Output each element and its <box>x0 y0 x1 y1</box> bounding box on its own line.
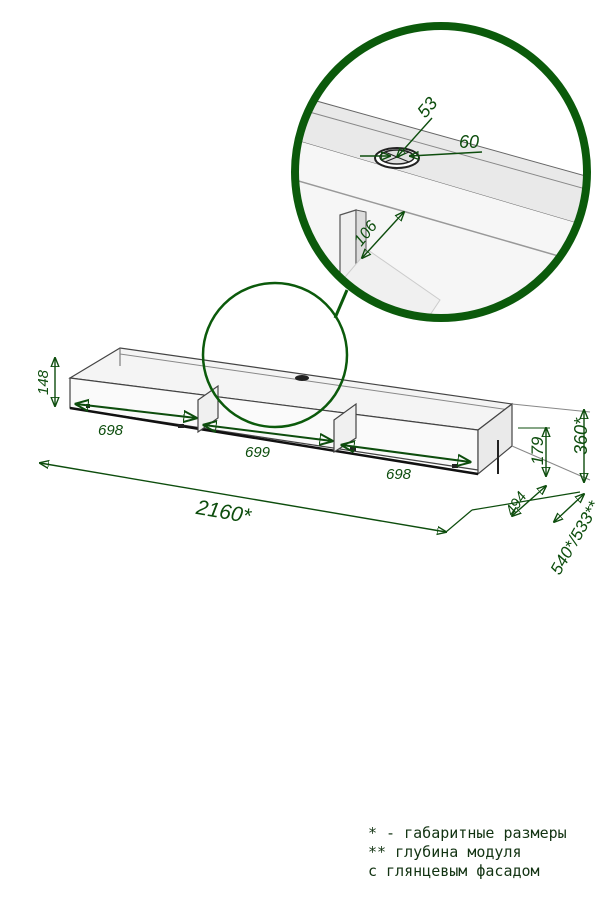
depth-inner-line <box>512 486 546 516</box>
total-height-label: 360* <box>571 417 591 455</box>
section-left-line <box>76 404 196 418</box>
total-width-line <box>40 463 446 532</box>
cable-hole-small <box>295 375 309 381</box>
section-right-line <box>342 445 470 462</box>
section-left-label: 698 <box>98 422 124 439</box>
offset-dimension-line <box>362 212 404 258</box>
cable-hole-icon <box>374 147 420 169</box>
angle-dimension-line <box>397 117 433 157</box>
section-middle-label: 699 <box>245 444 271 461</box>
section-middle-line <box>204 425 332 441</box>
depth-total-label: 540*/533** <box>547 497 600 578</box>
hole-dimension-line-right <box>410 152 483 156</box>
height-left-label: 148 <box>35 369 52 395</box>
footnote-line-2: ** глубина модуля <box>368 843 522 861</box>
callout-detail: 53 60 106 <box>291 22 591 322</box>
callout-leader <box>333 289 349 319</box>
footnote: * - габаритные размеры ** глубина модуля… <box>368 824 593 881</box>
section-right-label: 698 <box>386 466 412 483</box>
total-width-label: 2160* <box>193 496 253 528</box>
depth-inner-label: 494 <box>502 489 530 519</box>
footnote-line-3: с глянцевым фасадом <box>368 862 540 880</box>
footnote-line-1: * - габаритные размеры <box>368 824 567 842</box>
inner-height-label: 179 <box>528 436 547 465</box>
hole-label: 60 <box>459 132 479 152</box>
depth-total-line <box>554 494 584 522</box>
callout-ring <box>291 22 591 322</box>
